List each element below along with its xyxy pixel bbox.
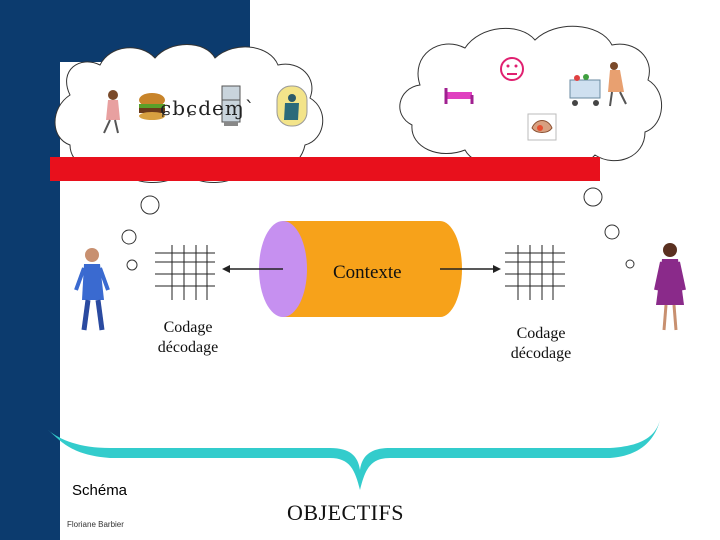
encoded-glyph-string: ɕbɕdeɱˋ — [160, 96, 256, 120]
thought-bubble — [126, 259, 138, 271]
woman-figure-icon — [103, 90, 120, 134]
shopping-cart-woman-icon — [569, 62, 627, 107]
thought-bubble — [625, 259, 635, 269]
hands-icon — [527, 113, 557, 141]
right-thought-cloud — [399, 25, 663, 171]
left-codage-line1: Codage — [163, 319, 213, 336]
thought-bubble — [140, 195, 160, 215]
praying-figure-icon — [276, 85, 308, 127]
right-arrow — [440, 265, 501, 273]
top-band — [60, 0, 250, 62]
fridge-icon — [221, 85, 241, 126]
woman-figure-right-icon — [654, 243, 686, 331]
contexte-label: Contexte — [333, 262, 402, 283]
right-code-grid — [505, 245, 565, 300]
right-codage-line2: décodage — [510, 345, 572, 362]
man-figure-icon — [74, 248, 110, 331]
thought-bubble — [604, 224, 620, 240]
left-arrow — [222, 265, 283, 273]
left-codage-line2: décodage — [157, 339, 219, 356]
right-codage-label: Codage décodage — [496, 324, 586, 364]
objectifs-brace — [48, 420, 660, 490]
right-codage-line1: Codage — [516, 325, 566, 342]
objectifs-label: OBJECTIFS — [287, 500, 404, 525]
thought-bubble — [583, 187, 603, 207]
left-codage-label: Codage décodage — [138, 318, 238, 358]
red-barrier-bar — [50, 157, 600, 181]
sidebar-band — [0, 0, 60, 540]
left-code-grid — [155, 245, 215, 300]
schema-label: Schéma — [72, 482, 128, 499]
thought-bubble — [121, 229, 137, 245]
neutral-face-icon — [500, 57, 524, 81]
author-label: Floriane Barbier — [67, 520, 124, 529]
burger-icon — [139, 93, 165, 120]
bed-icon — [444, 88, 474, 104]
